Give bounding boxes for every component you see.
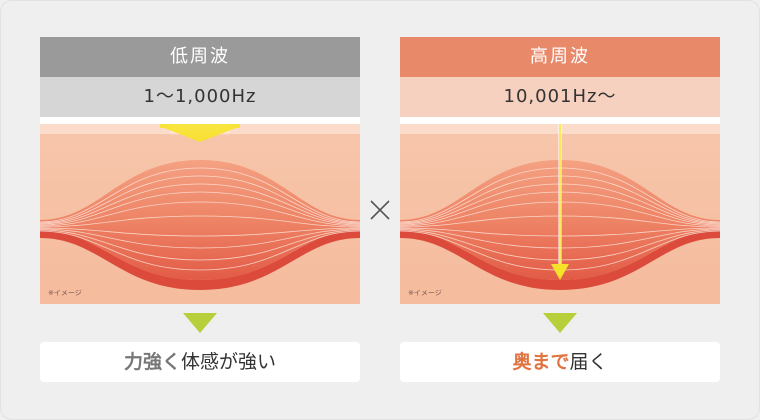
times-icon — [370, 200, 390, 220]
down-triangle-icon — [543, 313, 577, 333]
result-text: 届く — [569, 351, 608, 373]
low-frequency-title: 低周波 — [40, 37, 360, 77]
low-frequency-range: 1～1,000Hz — [40, 77, 360, 117]
muscle-wave-illustration — [40, 124, 360, 304]
result-highlight: 奥まで — [512, 351, 570, 373]
divider — [400, 117, 720, 124]
low-frequency-result: 力強く体感が強い — [40, 342, 360, 382]
high-frequency-panel: 高周波 10,001Hz～ — [400, 37, 720, 304]
low-frequency-panel: 低周波 1～1,000Hz — [40, 37, 360, 304]
high-frequency-range: 10,001Hz～ — [400, 77, 720, 117]
down-triangle-icon — [183, 313, 217, 333]
divider — [40, 117, 360, 124]
image-note: ※イメージ — [48, 289, 82, 297]
high-frequency-illustration: ※イメージ — [400, 124, 720, 304]
image-note: ※イメージ — [408, 289, 442, 297]
high-frequency-result: 奥まで届く — [400, 342, 720, 382]
low-frequency-illustration: ※イメージ — [40, 124, 360, 304]
result-highlight: 力強く — [123, 351, 181, 373]
high-frequency-title: 高周波 — [400, 37, 720, 77]
muscle-wave-illustration — [400, 124, 720, 304]
result-text: 体感が強い — [181, 351, 277, 373]
